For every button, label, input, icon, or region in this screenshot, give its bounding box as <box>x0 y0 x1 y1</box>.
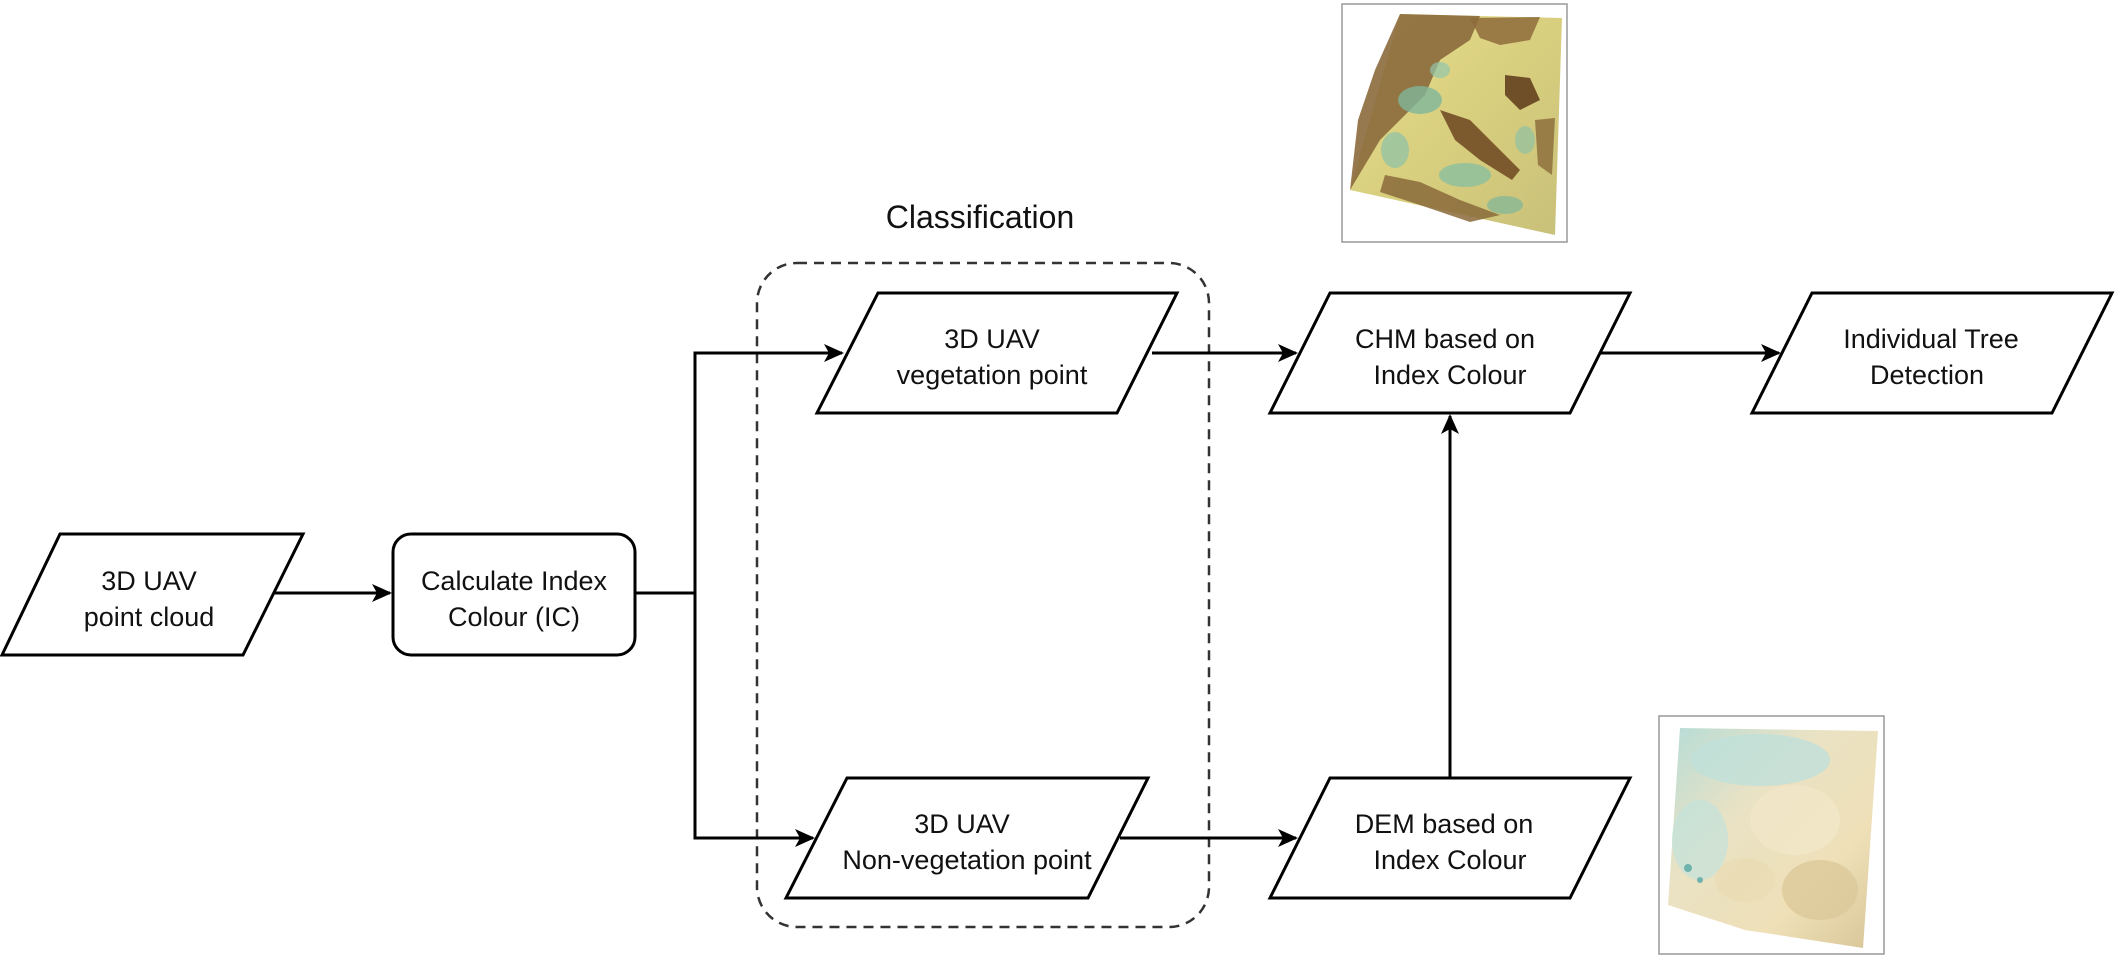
node-individual-tree-detection: Individual Tree Detection <box>1749 291 2115 415</box>
svg-text:Calculate Index: Calculate Index <box>421 566 608 596</box>
node-calculate-index-colour: Calculate Index Colour (IC) <box>391 532 637 657</box>
node-nonvegetation-point: 3D UAV Non-vegetation point <box>783 776 1151 900</box>
chm-raster-map-icon <box>1341 3 1568 243</box>
svg-text:Colour (IC): Colour (IC) <box>448 602 580 632</box>
classification-group <box>755 261 1211 929</box>
svg-text:3D UAV: 3D UAV <box>944 324 1040 354</box>
node-dem: DEM based on Index Colour <box>1267 776 1633 900</box>
svg-text:3D UAV: 3D UAV <box>101 566 197 596</box>
node-point-cloud: 3D UAV point cloud <box>0 532 306 657</box>
classification-title: Classification <box>886 199 1075 235</box>
svg-text:Non-vegetation point: Non-vegetation point <box>842 845 1092 875</box>
svg-text:Index Colour: Index Colour <box>1373 845 1526 875</box>
svg-text:point cloud: point cloud <box>84 602 215 632</box>
svg-text:3D UAV: 3D UAV <box>914 809 1010 839</box>
edge-calculate-to-vegetation <box>635 344 844 595</box>
dem-raster-map-icon <box>1658 715 1885 955</box>
svg-text:vegetation point: vegetation point <box>897 360 1088 390</box>
edge-calculate-to-nonvegetation <box>693 593 815 847</box>
svg-text:Index Colour: Index Colour <box>1373 360 1526 390</box>
svg-text:DEM based on: DEM based on <box>1355 809 1534 839</box>
svg-text:Individual Tree: Individual Tree <box>1843 324 2019 354</box>
node-vegetation-point: 3D UAV vegetation point <box>814 291 1180 415</box>
node-chm: CHM based on Index Colour <box>1267 291 1633 415</box>
svg-text:CHM based on: CHM based on <box>1355 324 1535 354</box>
svg-text:Detection: Detection <box>1870 360 1984 390</box>
